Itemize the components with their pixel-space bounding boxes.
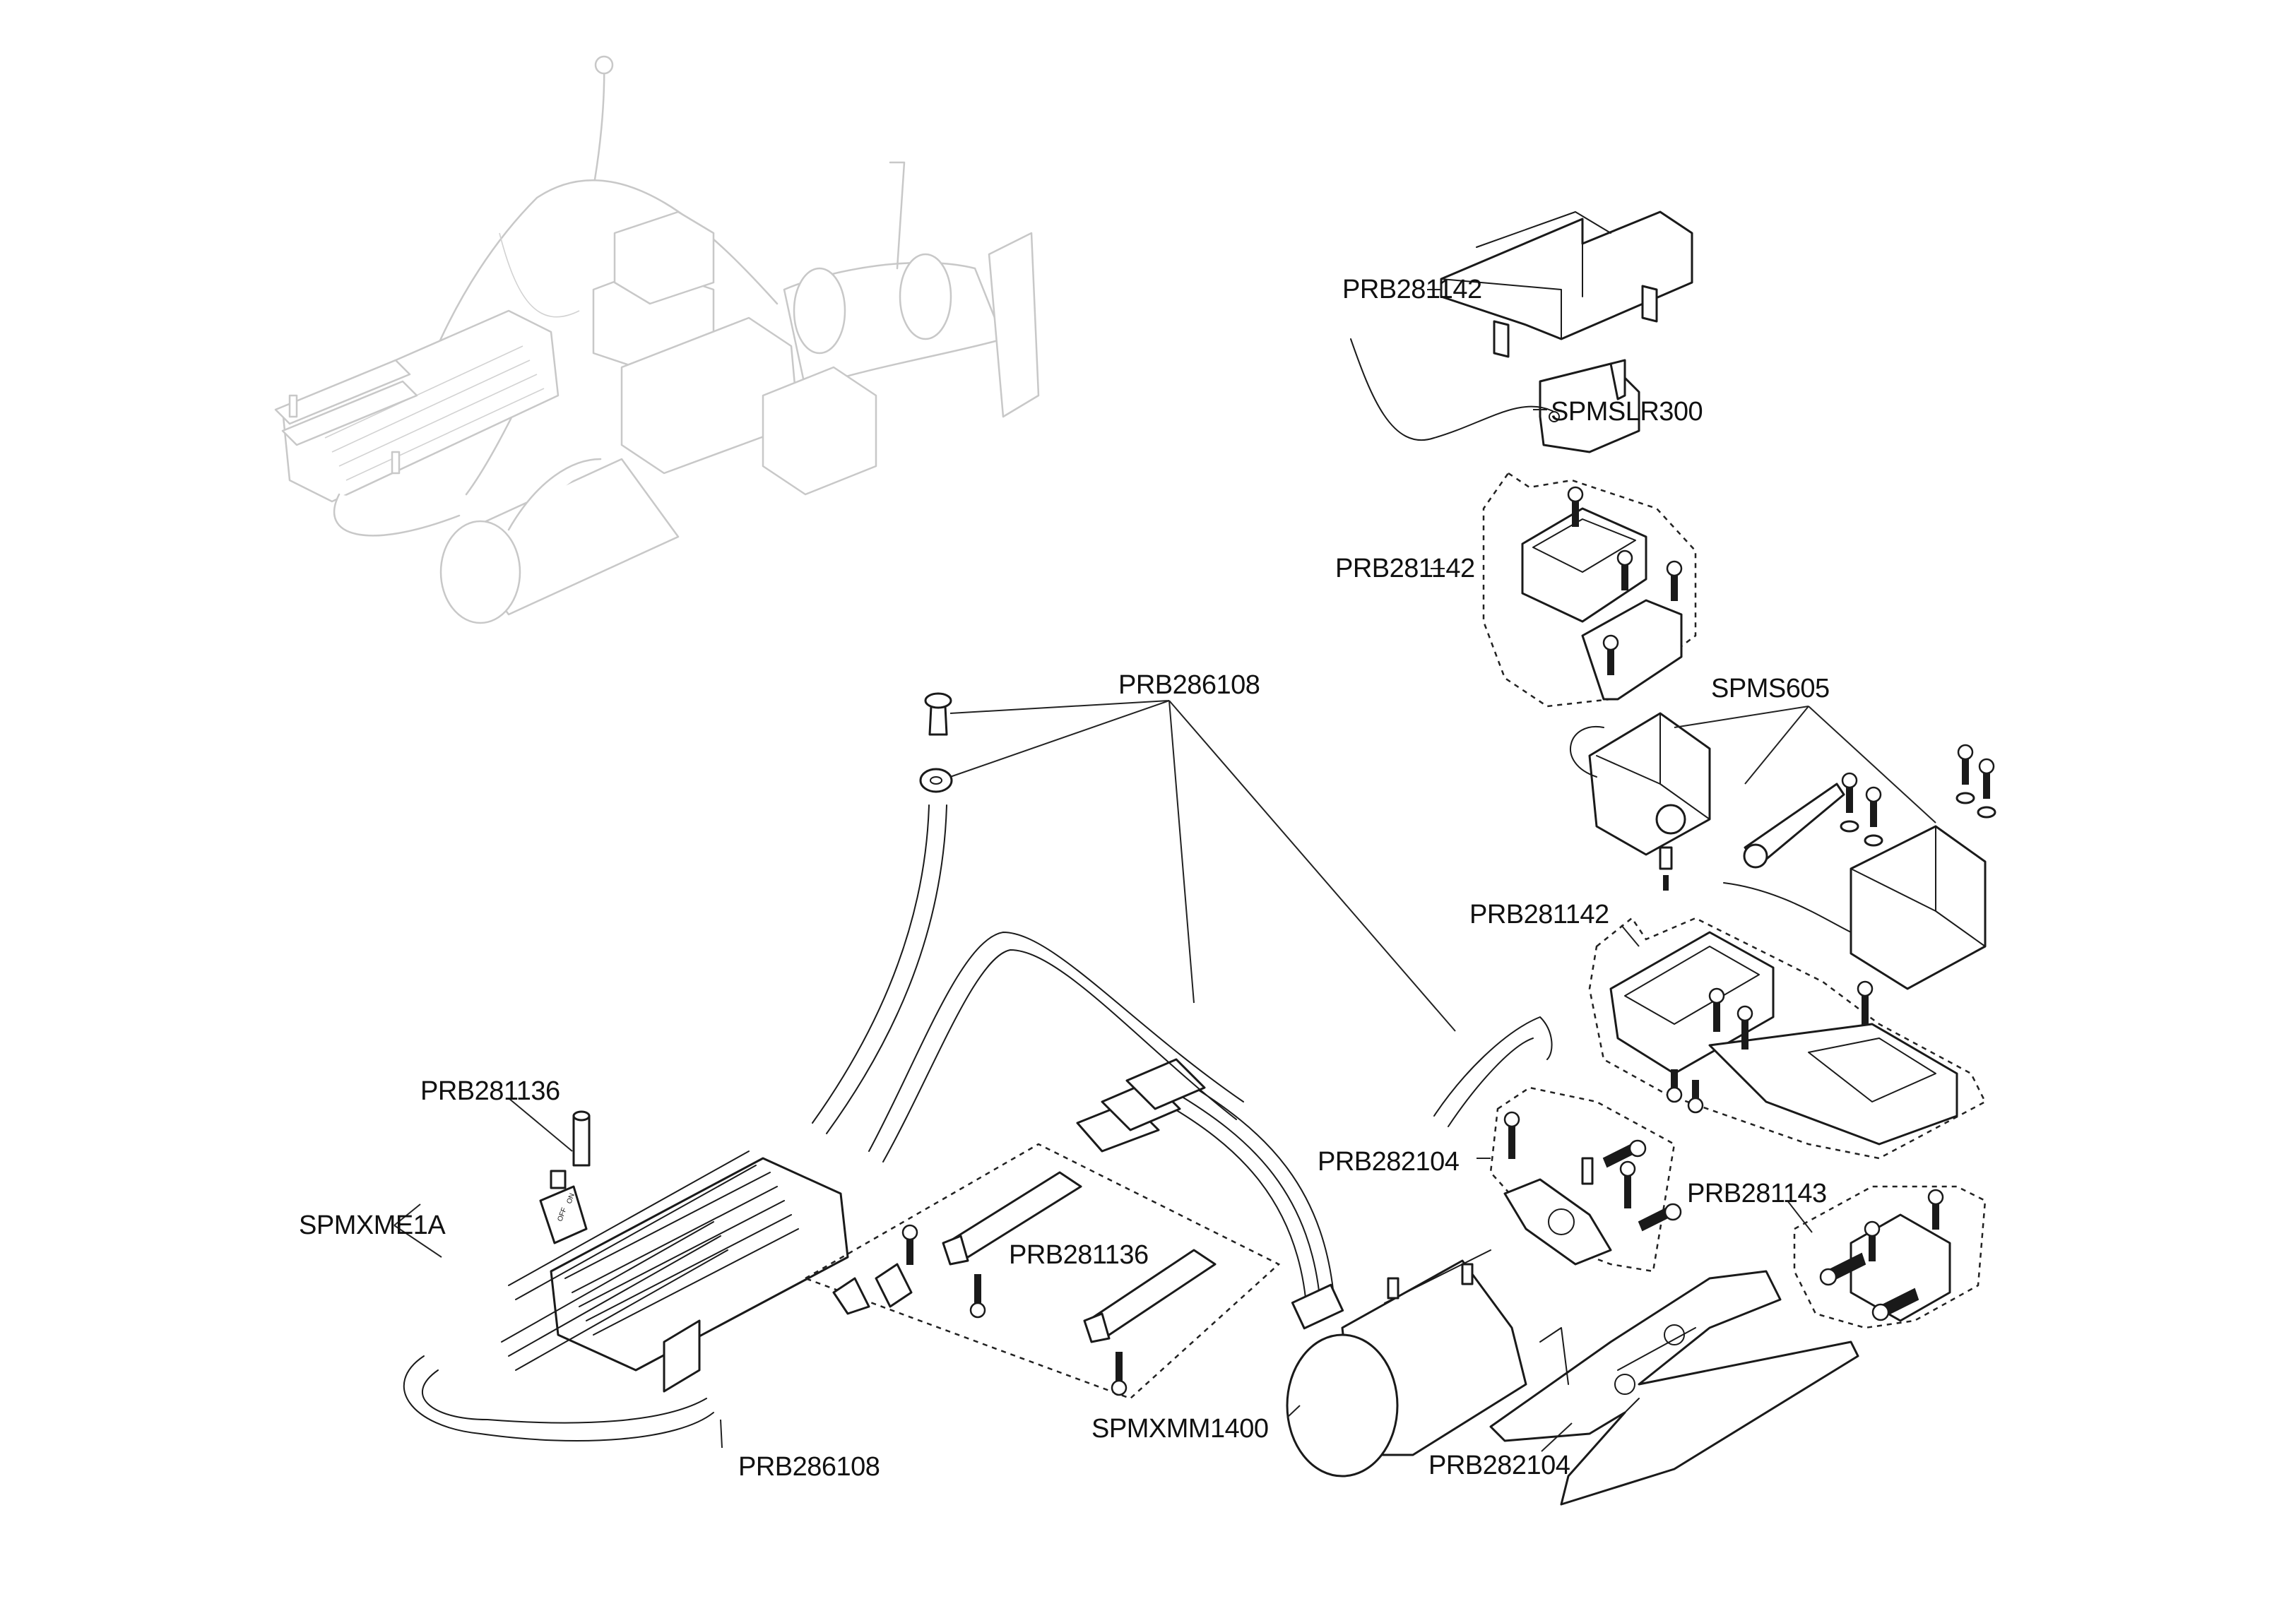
esc — [501, 1151, 849, 1393]
callout-receiver-box: PRB281142 — [1335, 554, 1475, 583]
motor-mount-plate-group — [1489, 1086, 1682, 1273]
servo-screws — [1659, 744, 1996, 891]
callout-servos: SPMS605 — [1711, 674, 1830, 703]
servo-left — [1570, 712, 1711, 856]
mount-block-group — [1793, 1185, 1987, 1329]
callout-tubing-top: PRB286108 — [1118, 670, 1260, 700]
leader-lines — [393, 289, 1936, 1452]
callout-esc-strap: PRB281136 — [1009, 1240, 1149, 1270]
callout-receiver: SPMSLR300 — [1551, 397, 1703, 427]
receiver — [1350, 338, 1640, 453]
tubing-parts — [403, 692, 1553, 1441]
callout-motor-mount: PRB282104 — [1428, 1451, 1570, 1480]
callout-mount-block: PRB281143 — [1687, 1179, 1827, 1208]
receiver-cover — [1440, 210, 1693, 358]
receiver-box-group — [1482, 472, 1697, 708]
callout-tubing-bottom: PRB286108 — [738, 1452, 880, 1482]
callout-esc-switch: SPMXME1A — [299, 1211, 446, 1240]
callout-servo-tray: PRB281142 — [1469, 900, 1609, 929]
esc-post — [572, 1110, 591, 1167]
callout-motor: SPMXMM1400 — [1091, 1414, 1269, 1444]
callout-esc-post: PRB281136 — [420, 1076, 560, 1106]
reference-chassis-assembly — [274, 55, 1040, 624]
callout-receiver-cover: PRB281142 — [1342, 275, 1482, 304]
motor-mount — [1489, 1270, 1859, 1506]
motor — [1076, 1058, 1527, 1478]
servo-right — [1723, 825, 1987, 990]
esc-switch: OFF ON — [539, 1170, 588, 1244]
servo-tray-group — [1588, 917, 1987, 1160]
callout-labels: PRB281142 SPMSLR300 PRB281142 PRB286108 … — [299, 275, 1830, 1482]
switch-on-text: ON — [565, 1192, 576, 1205]
servo-horn — [1743, 783, 1845, 869]
esc-strap-group — [803, 1143, 1281, 1400]
callout-motor-mount-plate: PRB282104 — [1318, 1147, 1460, 1177]
